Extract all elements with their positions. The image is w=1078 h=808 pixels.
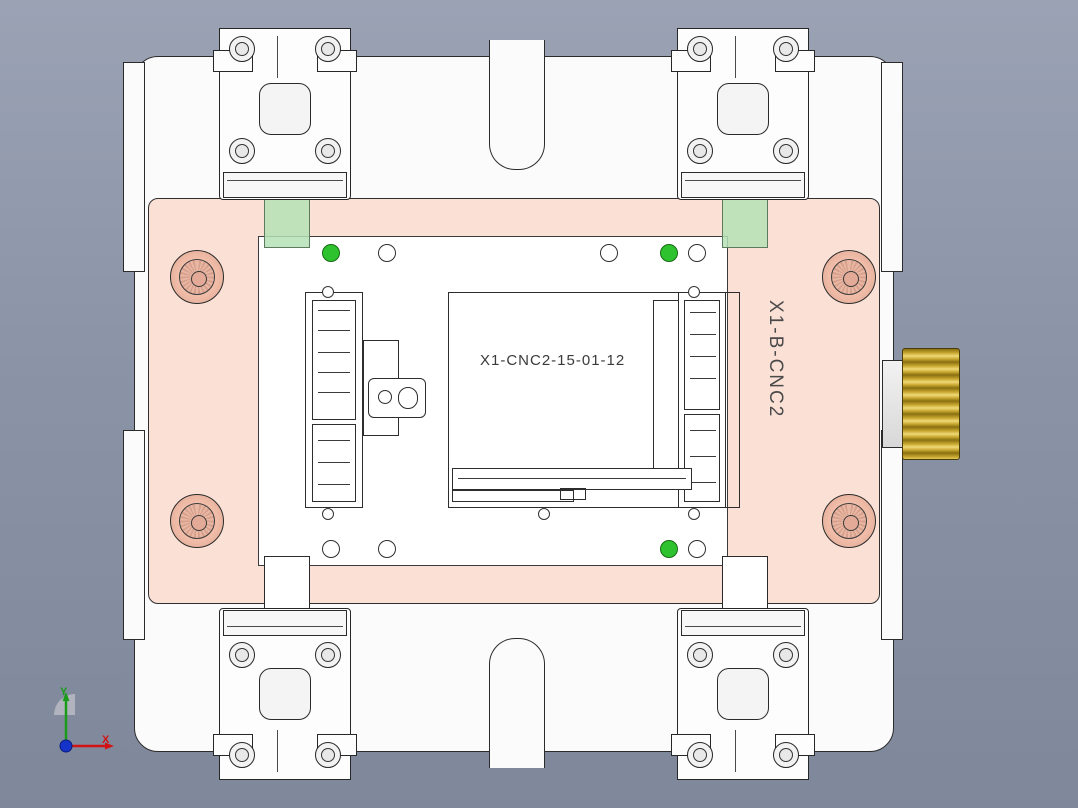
left-detail-line-3: [318, 352, 350, 353]
clamp-pad: [717, 83, 769, 135]
clamp-bolt-4: [773, 742, 799, 768]
clamp-bolt-1: [229, 36, 255, 62]
clamp-center-line: [277, 36, 278, 78]
locator-pin-green-1: [322, 244, 340, 262]
center-part-label: X1-CNC2-15-01-12: [480, 352, 626, 369]
locator-pin-green-3: [660, 540, 678, 558]
boss-bottom-right: [822, 494, 876, 548]
left-subassembly-detail-2: [312, 424, 356, 502]
clamp-bar-line: [227, 626, 343, 627]
clamp-bolt-3: [687, 742, 713, 768]
clamp-bar-line: [685, 626, 801, 627]
t-slot-hole: [378, 390, 392, 404]
clamp-bolt-1: [229, 642, 255, 668]
triad-arc: [54, 694, 96, 736]
bottom-rail-notch: [560, 488, 586, 500]
bottom-rail-line: [458, 478, 686, 479]
right-detail-line-5: [690, 430, 716, 431]
left-detail-line-8: [318, 484, 350, 485]
locator-hole-3: [688, 244, 706, 262]
threaded-shaft-right: [882, 348, 960, 460]
clamp-bar-line: [227, 180, 343, 181]
right-detail-line-4: [690, 378, 716, 379]
right-detail-line-1: [690, 312, 716, 313]
right-detail-line-7: [690, 482, 716, 483]
bottom-rail-tab: [452, 490, 574, 502]
clamp-cross-bar: [681, 610, 805, 636]
clamp-center-line: [735, 36, 736, 78]
axis-triad: Y X: [44, 678, 134, 768]
screw-right-top: [688, 286, 700, 298]
shaft-collar: [882, 360, 904, 448]
right-subassembly-detail-1: [684, 300, 720, 410]
clamp-bolt-2: [315, 642, 341, 668]
triad-axes-icon: [59, 692, 114, 753]
clamp-top-right: [671, 28, 815, 200]
clamp-pad: [259, 83, 311, 135]
base-plate-right-step-bottom: [881, 430, 903, 640]
clamp-bolt-3: [229, 138, 255, 164]
clamp-bolt-4: [315, 742, 341, 768]
clamp-bolt-1: [687, 642, 713, 668]
left-detail-line-5: [318, 392, 350, 393]
boss-bottom-left: [170, 494, 224, 548]
t-slot-feature: [368, 378, 426, 418]
clamp-bottom-right: [671, 608, 815, 780]
clamp-center-line: [277, 730, 278, 772]
side-fixture-label: X1-B-CNC2: [765, 300, 786, 419]
clamp-bottom-left: [213, 608, 357, 780]
left-subassembly-detail-1: [312, 300, 356, 420]
left-subassembly-outline: [305, 292, 363, 508]
right-detail-line-2: [690, 334, 716, 335]
clamp-bolt-1: [687, 36, 713, 62]
locator-hole-4: [322, 540, 340, 558]
locator-hole-2: [600, 244, 618, 262]
locator-hole-1: [378, 244, 396, 262]
screw-right-bottom: [688, 508, 700, 520]
base-plate-right-step-top: [881, 62, 903, 272]
clamp-top-left: [213, 28, 357, 200]
bottom-center-hole: [538, 508, 550, 520]
base-plate-bottom-notch: [489, 638, 545, 768]
clamp-bolt-4: [773, 138, 799, 164]
left-detail-line-4: [318, 372, 350, 373]
locator-hole-6: [688, 540, 706, 558]
base-plate-left-step-top: [123, 62, 145, 272]
right-bracket-outline: [653, 300, 679, 490]
clamp-bolt-3: [687, 138, 713, 164]
left-detail-line-1: [318, 310, 350, 311]
clamp-bolt-4: [315, 138, 341, 164]
base-plate-top-notch: [489, 40, 545, 170]
screw-left-bottom: [322, 508, 334, 520]
clamp-bolt-2: [773, 642, 799, 668]
left-detail-line-7: [318, 462, 350, 463]
right-subassembly-detail-2: [684, 414, 720, 502]
boss-top-left: [170, 250, 224, 304]
base-plate-left-step-bottom: [123, 430, 145, 640]
right-detail-line-3: [690, 356, 716, 357]
boss-top-right: [822, 250, 876, 304]
clamp-center-line: [735, 730, 736, 772]
clamp-pad: [717, 668, 769, 720]
t-slot-oval: [398, 387, 418, 409]
clamp-bar-line: [685, 180, 801, 181]
part-seat-outline: [448, 292, 740, 508]
locator-hole-5: [378, 540, 396, 558]
clamp-cross-bar: [223, 172, 347, 198]
left-detail-line-6: [318, 440, 350, 441]
bottom-rail: [452, 468, 692, 490]
locator-pin-green-2: [660, 244, 678, 262]
clamp-bolt-2: [773, 36, 799, 62]
clamp-bolt-3: [229, 742, 255, 768]
triad-y-label: Y: [60, 686, 68, 698]
screw-left-top: [322, 286, 334, 298]
shaft-threads: [902, 348, 960, 460]
clamp-cross-bar: [681, 172, 805, 198]
left-detail-line-2: [318, 330, 350, 331]
clamp-cross-bar: [223, 610, 347, 636]
right-detail-line-6: [690, 456, 716, 457]
clamp-pad: [259, 668, 311, 720]
clamp-bolt-2: [315, 36, 341, 62]
triad-x-label: X: [102, 734, 110, 746]
